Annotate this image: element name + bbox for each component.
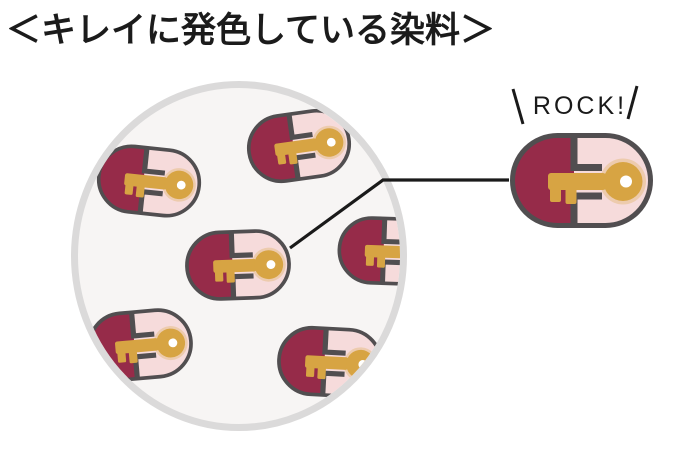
dye-capsule-large xyxy=(505,128,653,233)
callout-line xyxy=(289,178,509,250)
callout-label: ROCK! xyxy=(533,92,627,120)
emphasis-slash-left xyxy=(511,88,525,125)
emphasis-slash-right xyxy=(626,85,639,120)
page-title: ＜キレイに発色している染料＞ xyxy=(6,11,495,50)
